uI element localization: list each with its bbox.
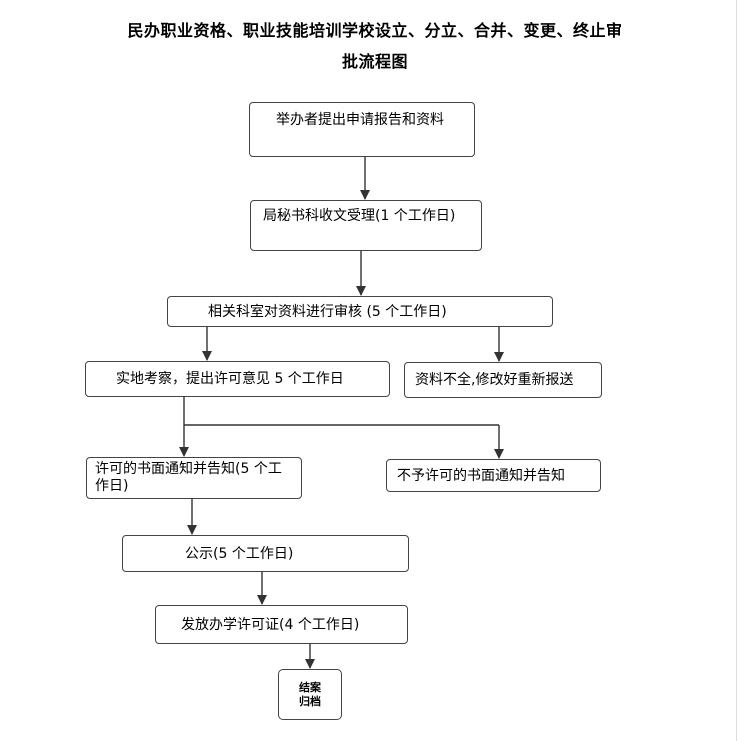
diagram-title-continued: 批流程图	[341, 52, 408, 71]
diagram-title: 民办职业资格、职业技能培训学校设立、分立、合并、变更、终止审	[127, 21, 623, 40]
step-incomplete-label: 资料不全,修改好重新报送	[415, 372, 574, 388]
page-border	[736, 0, 737, 741]
step-archive-line2: 归档	[299, 694, 321, 708]
step-publicity: 公示(5 个工作日)	[122, 535, 409, 572]
step-license-label: 发放办学许可证(4 个工作日)	[181, 616, 360, 633]
step-receive: 局秘书科收文受理(1 个工作日)	[250, 200, 482, 251]
step-permit-notice: 许可的书面通知并告知(5 个工作日)	[86, 457, 302, 499]
step-review: 相关科室对资料进行审核 (5 个工作日)	[167, 296, 553, 327]
step-receive-label: 局秘书科收文受理(1 个工作日)	[263, 208, 456, 224]
step-issue-license: 发放办学许可证(4 个工作日)	[155, 605, 408, 644]
step-incomplete-resubmit: 资料不全,修改好重新报送	[404, 362, 602, 398]
step-publicity-label: 公示(5 个工作日)	[185, 545, 294, 562]
step-archive-line1: 结案	[299, 680, 321, 694]
step-inspect-label: 实地考察，提出许可意见 5 个工作日	[116, 371, 344, 387]
step-archive: 结案 归档	[278, 669, 342, 720]
step-apply: 举办者提出申请报告和资料	[249, 102, 475, 157]
step-inspect: 实地考察，提出许可意见 5 个工作日	[85, 361, 390, 397]
step-apply-label: 举办者提出申请报告和资料	[276, 112, 444, 128]
step-review-label: 相关科室对资料进行审核 (5 个工作日)	[208, 303, 447, 320]
step-permit-label: 许可的书面通知并告知(5 个工作日)	[95, 461, 282, 494]
step-deny-notice: 不予许可的书面通知并告知	[386, 459, 601, 492]
step-deny-label: 不予许可的书面通知并告知	[397, 467, 565, 484]
